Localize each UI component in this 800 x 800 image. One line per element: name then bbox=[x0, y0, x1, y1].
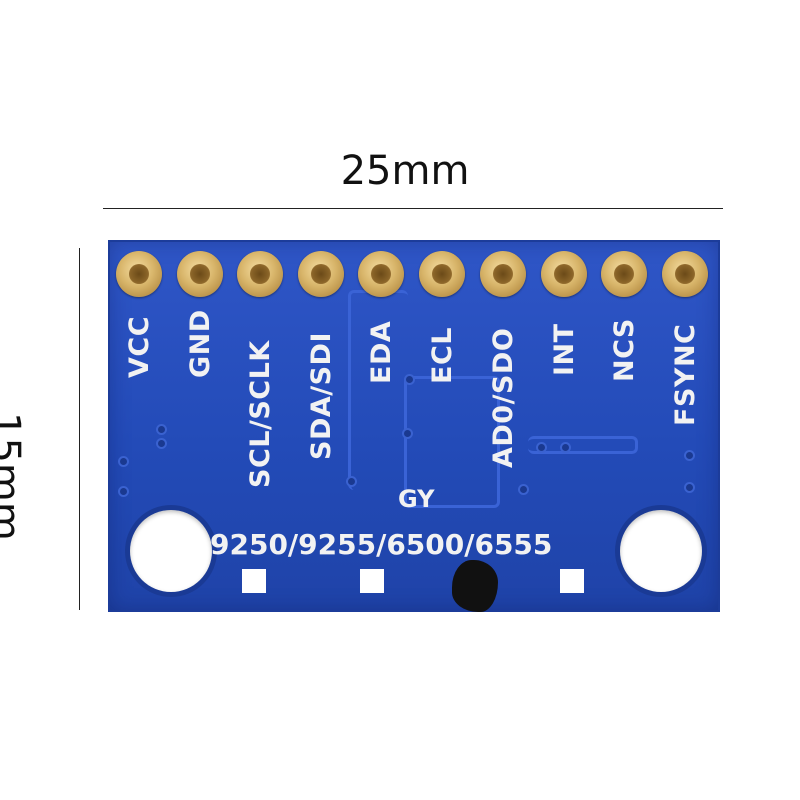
trace bbox=[528, 436, 638, 454]
via bbox=[120, 488, 127, 495]
pin-label-vcc: VCC bbox=[124, 315, 155, 378]
test-pad bbox=[360, 569, 384, 593]
pin-pad-fsync bbox=[662, 251, 708, 297]
pin-label-int: INT bbox=[549, 323, 580, 376]
mounting-hole-right bbox=[620, 510, 702, 592]
via bbox=[348, 478, 355, 485]
pin-pad-sda bbox=[298, 251, 344, 297]
ink-mark bbox=[452, 560, 498, 612]
pin-label-eda: EDA bbox=[366, 320, 397, 384]
via bbox=[686, 484, 693, 491]
pin-pad-vcc bbox=[116, 251, 162, 297]
height-dimension-line bbox=[79, 248, 80, 610]
via bbox=[158, 440, 165, 447]
pin-label-sda-sdi: SDA/SDI bbox=[306, 331, 337, 460]
trace bbox=[404, 376, 500, 508]
pin-pad-ad0 bbox=[480, 251, 526, 297]
pin-label-fsync: FSYNC bbox=[670, 323, 701, 426]
via bbox=[538, 444, 545, 451]
via bbox=[120, 458, 127, 465]
test-pad bbox=[560, 569, 584, 593]
width-dimension-line bbox=[103, 208, 723, 209]
pin-pad-eda bbox=[358, 251, 404, 297]
pin-pad-ncs bbox=[601, 251, 647, 297]
pin-label-ncs: NCS bbox=[609, 318, 640, 382]
pin-pad-int bbox=[541, 251, 587, 297]
width-dimension-label: 25mm bbox=[340, 148, 470, 194]
test-pad bbox=[242, 569, 266, 593]
gy-label: GY bbox=[398, 485, 435, 513]
pin-pad-ecl bbox=[419, 251, 465, 297]
pin-label-scl-sclk: SCL/SCLK bbox=[245, 340, 276, 488]
via bbox=[158, 426, 165, 433]
via bbox=[562, 444, 569, 451]
pin-pad-scl bbox=[237, 251, 283, 297]
pin-label-ad0-sdo: AD0/SDO bbox=[488, 327, 519, 468]
via bbox=[520, 486, 527, 493]
pin-pad-gnd bbox=[177, 251, 223, 297]
via bbox=[406, 376, 413, 383]
via bbox=[404, 430, 411, 437]
mounting-hole-left bbox=[130, 510, 212, 592]
pin-label-ecl: ECL bbox=[427, 327, 458, 384]
via bbox=[686, 452, 693, 459]
model-label: 9250/9255/6500/6555 bbox=[210, 528, 553, 561]
height-dimension-label: 15mm bbox=[0, 412, 28, 541]
pin-label-gnd: GND bbox=[185, 309, 216, 378]
